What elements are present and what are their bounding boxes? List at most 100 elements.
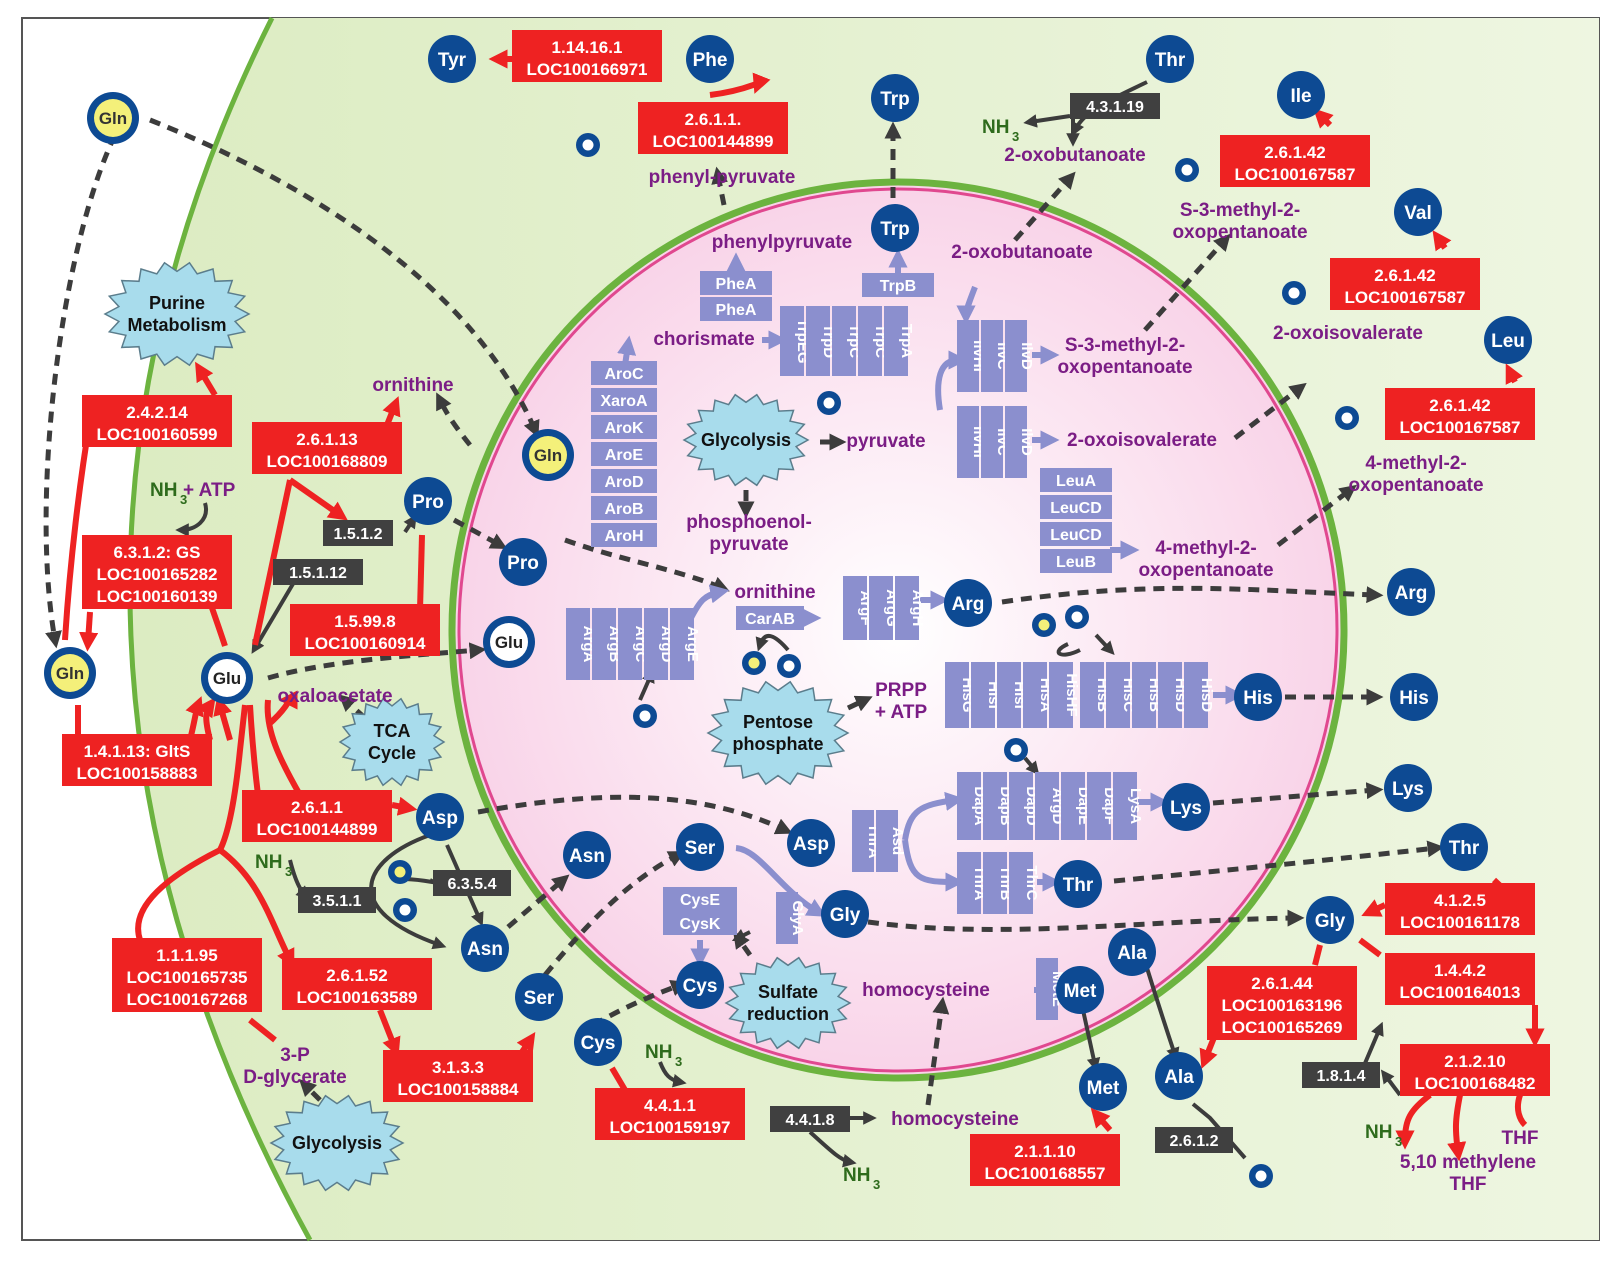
enzyme-label: 3.1.3.3 [432,1058,484,1077]
amino-acid-node-thr_bact: Thr [1054,860,1102,908]
bacterial-enzyme-phea: PheA [700,297,772,321]
amino-acid-label: Tyr [438,50,467,71]
metabolite-label: oxopentanoate [1348,475,1483,496]
enzyme-label: 1.4.1.13: GltS [84,742,191,761]
enzyme-label: Asd [889,827,906,855]
oxobutanoate-transport [1013,171,1076,242]
enzyme-label: IlvD [1018,342,1035,370]
enzyme-label: LOC100160914 [305,634,427,653]
bacterial-enzyme-dap: DapD [1009,772,1040,840]
enzyme-label: 6.3.5.4 [448,876,497,893]
enzyme-label: 2.6.1.52 [326,966,387,985]
nh3-label: NH [982,117,1009,138]
to-pro [403,514,417,534]
enzyme-label: 2.6.1.42 [1264,143,1325,162]
metabolite-label: phenyl-pyruvate [649,167,796,188]
asp-to-asn [369,833,447,950]
metabolite-label: homocysteine [891,1109,1019,1130]
bacterial-enzyme-leu: LeuCD [1040,522,1112,546]
bacterial-enzyme-aro: AroD [591,469,657,493]
amino-acid-node-phe: Phe [686,35,734,83]
to-3-p-glycerate [248,1017,277,1043]
enzyme-label: ArgE [684,626,701,662]
metabolite-label: PRPP [875,680,927,701]
amino-acid-label: Lys [1392,779,1424,800]
cofactor-ring-icon [1175,158,1199,182]
amino-acid-node-thr_out: Thr [1440,823,1488,871]
amino-acid-node-cys_bact: Cys [676,961,724,1009]
metabolite-label: ornithine [372,375,453,396]
enzyme-label: LeuCD [1050,527,1102,544]
metabolite-label: THF [1450,1174,1487,1195]
nh3-label: NH [645,1042,672,1063]
amino-acid-label: Gln [99,109,127,128]
enzyme-label: 6.3.1.2: GS [114,543,201,562]
enzyme-label: 1.5.1.2 [334,526,383,543]
pathway-label: Purine [149,293,205,313]
amino-acid-node-ala_bot: Ala [1155,1052,1203,1100]
to-methylene-thf [1447,1094,1467,1162]
metabolite-label: S-3-methyl-2- [1180,200,1300,221]
enzyme-label: LysA [1127,788,1144,824]
amino-acid-label: Asn [569,846,605,867]
enzyme-label: LOC100168809 [267,452,388,471]
enzyme-label: 1.1.1.95 [156,946,217,965]
cofactor-ring-icon [393,898,417,922]
thf-to-methylene [1395,1092,1432,1150]
amino-acid-node-pro_bact: Pro [499,538,547,586]
nh3-label: NH [255,852,282,873]
amino-acid-label: His [1399,688,1429,709]
pathway-label: Pentose [743,712,813,732]
nh3-to-4-4-1-1 [658,1061,687,1088]
bacterial-enzyme-cyse: CysE [663,887,737,911]
phenylpyruvate-export [711,166,729,206]
host-enzyme-e_2_6_1_1_phe: 2.6.1.1.LOC100144899 [638,102,788,154]
enzyme-label: 2.6.1.1. [685,110,742,129]
cofactor-ring-icon [1282,281,1306,305]
amino-acid-label: Gln [56,664,84,683]
ser-to-gly [735,845,827,917]
carab-cofactor [755,634,790,652]
amino-acid-node-gln_top: Gln [87,92,139,144]
cofactor-yellow-icon [742,651,766,675]
oxobutanoate-to-ilv [956,285,978,325]
amino-acid-label: Arg [1395,583,1428,604]
amino-acid-label: Ser [685,838,716,859]
amino-acid-label: Trp [880,219,910,240]
metabolite-label: THF [1502,1128,1539,1149]
amino-acid-node-cys_host: Cys [574,1018,622,1066]
nh3-release [1023,114,1071,128]
enzyme-label: LOC100168557 [985,1164,1106,1183]
amino-acid-node-pro_host: Pro [404,477,452,525]
bacterial-enzyme-ilv: IlvD [1005,406,1035,478]
metabolite-label: oxopentanoate [1138,560,1273,581]
enzyme-label: LOC100161178 [1400,913,1520,932]
his-cofactor [1056,642,1081,657]
cofactor-ring-icon [633,704,657,728]
asd-to-dap [902,791,965,841]
enzyme-d_2_6_1_2: 2.6.1.2 [1155,1127,1233,1153]
amino-acid-label: Met [1087,1078,1120,1099]
cys-to-4-4-1-1 [609,1066,628,1092]
enzyme-label: AroC [604,366,644,383]
pyruvate-to-ilv [935,350,968,411]
enzyme-label: 2.6.1.1 [291,798,343,817]
bacterial-enzyme-his: HisD [1184,662,1215,728]
enzyme-label: LOC100165282 [97,565,218,584]
enzyme-label: LOC100167587 [1345,288,1466,307]
2-1-1-10-to-met [1090,1107,1113,1132]
nh3-subscript: 3 [285,864,292,879]
amino-acid-node-ile: Ile [1277,71,1325,119]
amino-acid-label: Pro [412,492,444,513]
bacterial-enzyme-arg: ArgA [566,608,597,680]
